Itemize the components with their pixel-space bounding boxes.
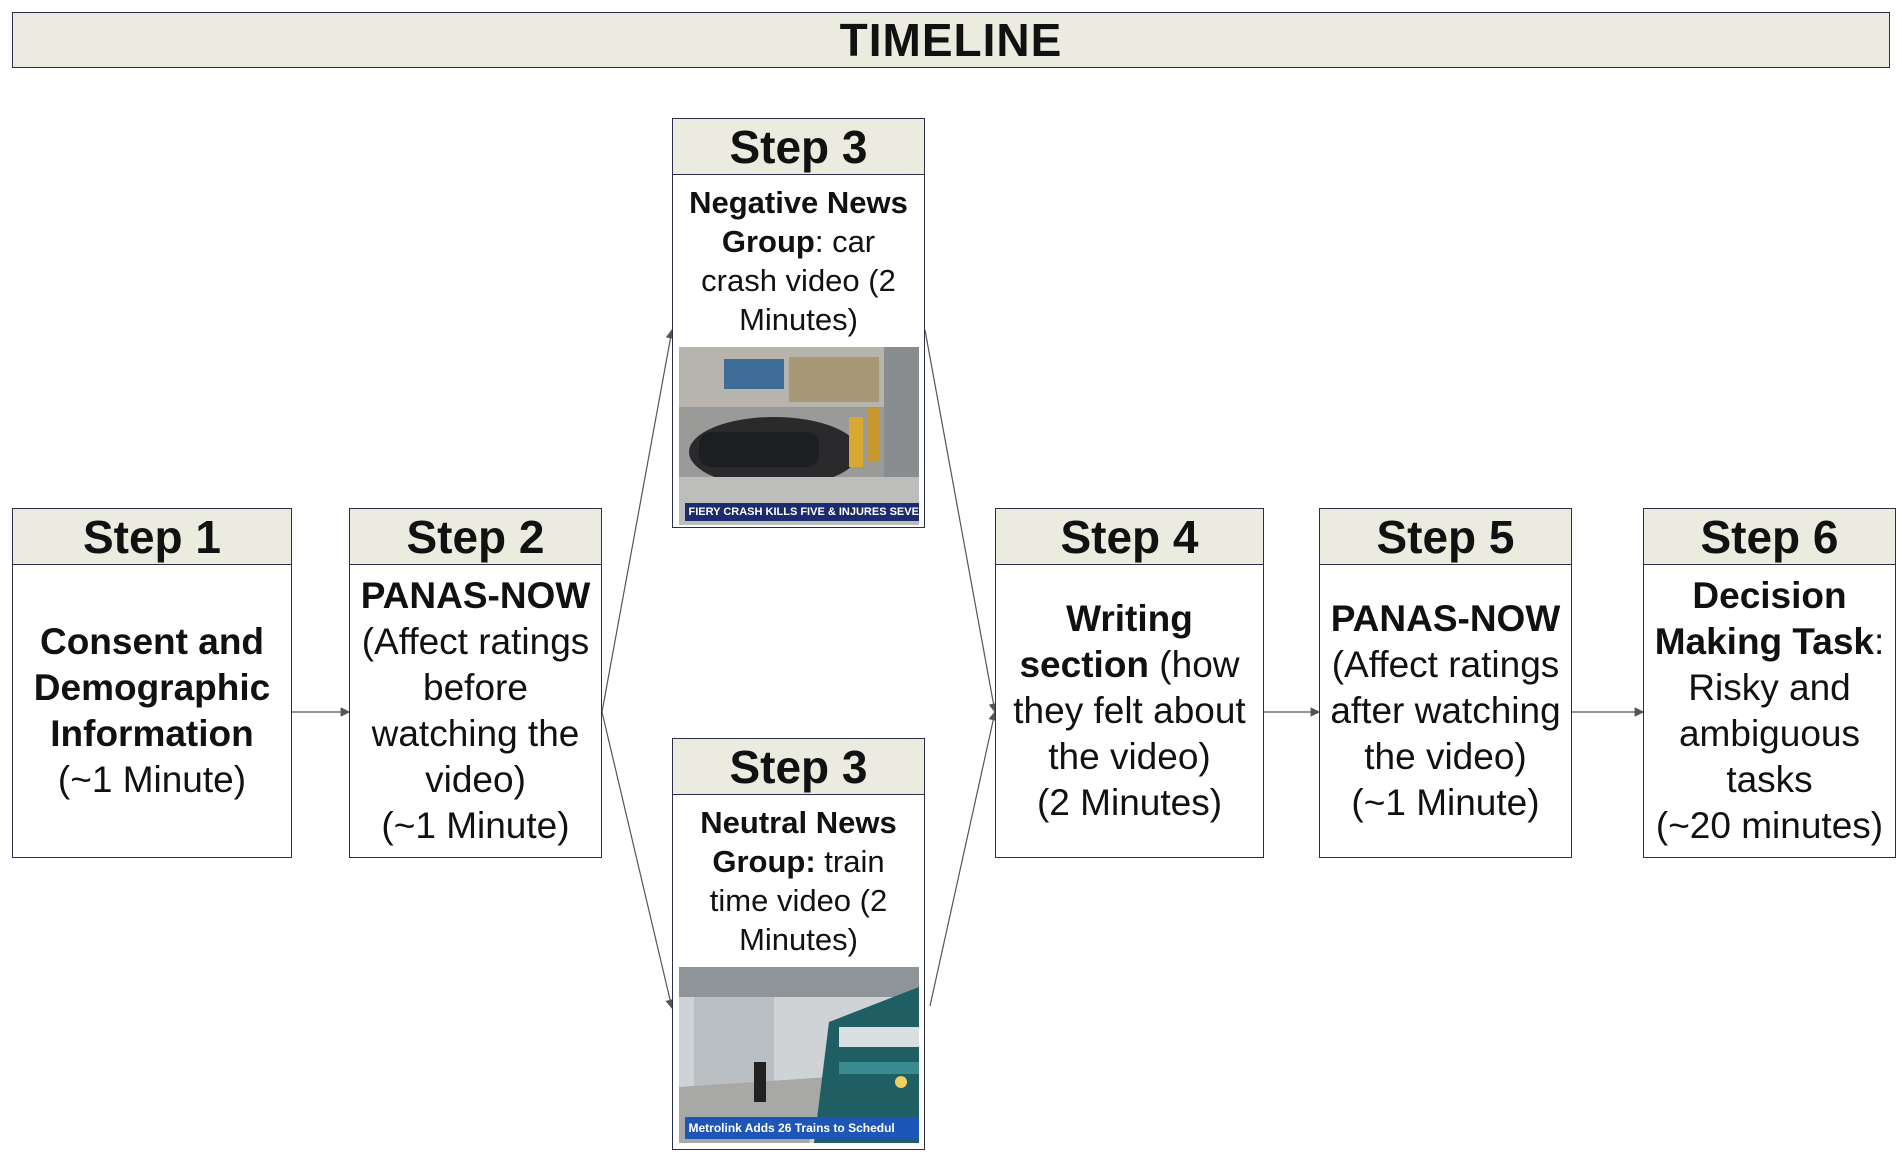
step2-line5: (~1 Minute) <box>381 805 570 846</box>
step6-line4: ambiguous <box>1678 713 1860 754</box>
step5-line3: the video) <box>1364 736 1527 777</box>
arrow-step3b-step4 <box>929 710 998 1007</box>
step2-line4: video) <box>425 759 526 800</box>
step3-neutral-body: Neutral News Group: train time video (2 … <box>673 795 924 1149</box>
step1-line3: Information <box>50 713 254 754</box>
step2-title: Step 2 <box>350 509 601 565</box>
step2-box: Step 2 PANAS-NOW (Affect ratings before … <box>349 508 602 858</box>
step6-line5: tasks <box>1726 759 1813 800</box>
step4-line3: they felt about <box>1013 690 1246 731</box>
step3-negative-box: Step 3 Negative News Group: car crash vi… <box>672 118 925 528</box>
step2-line3: watching the <box>371 713 580 754</box>
car-crash-caption: FIERY CRASH KILLS FIVE & INJURES SEVEN I… <box>684 503 919 521</box>
step3-neutral-bold2: Group: <box>712 844 816 879</box>
step1-body: Consent and Demographic Information (~1 … <box>13 565 291 857</box>
step3-negative-line3: crash video (2 <box>701 263 896 298</box>
step3-neutral-title: Step 3 <box>673 739 924 795</box>
step2-body: PANAS-NOW (Affect ratings before watchin… <box>350 565 601 857</box>
step5-line4: (~1 Minute) <box>1351 782 1540 823</box>
step6-title: Step 6 <box>1644 509 1895 565</box>
step5-line2: after watching <box>1330 690 1561 731</box>
arrow-step2-step3a <box>601 328 676 713</box>
step6-rest2: : <box>1874 621 1885 662</box>
step6-bold1: Decision <box>1692 575 1847 616</box>
step4-body: Writing section (how they felt about the… <box>996 565 1263 857</box>
step3-negative-line2: Group: car <box>722 222 875 261</box>
step4-line4: the video) <box>1048 736 1211 777</box>
step3-negative-bold2: Group <box>721 224 815 259</box>
step3-negative-bold1: Negative News <box>689 185 908 220</box>
car-crash-video-thumbnail: FIERY CRASH KILLS FIVE & INJURES SEVEN I… <box>678 347 919 525</box>
step2-bold: PANAS-NOW <box>360 575 591 616</box>
step4-line2: section (how <box>1019 642 1239 688</box>
step6-body: Decision Making Task: Risky and ambiguou… <box>1644 565 1895 857</box>
train-video-thumbnail: Metrolink Adds 26 Trains to Schedul <box>678 967 919 1143</box>
step6-line2: Making Task: <box>1655 619 1885 665</box>
step2-line1: (Affect ratings <box>361 621 590 662</box>
step2-line2: before <box>423 667 528 708</box>
step3-neutral-line2: Group: train <box>712 842 884 881</box>
timeline-banner: TIMELINE <box>12 12 1890 68</box>
step3-negative-body: Negative News Group: car crash video (2 … <box>673 175 924 527</box>
step6-bold2: Making Task <box>1654 621 1875 662</box>
step1-line1: Consent and <box>39 621 265 662</box>
step5-bold: PANAS-NOW <box>1330 598 1561 639</box>
banner-title: TIMELINE <box>839 14 1063 66</box>
step5-title: Step 5 <box>1320 509 1571 565</box>
step4-title: Step 4 <box>996 509 1263 565</box>
train-station-image-icon <box>678 967 919 1143</box>
step4-box: Step 4 Writing section (how they felt ab… <box>995 508 1264 858</box>
step1-title: Step 1 <box>13 509 291 565</box>
step3-neutral-bold1: Neutral News <box>700 805 897 840</box>
arrow-step3a-step4 <box>924 329 999 714</box>
step3-neutral-line3: time video (2 <box>709 883 888 918</box>
step5-line1: (Affect ratings <box>1331 644 1560 685</box>
step1-line4: (~1 Minute) <box>57 759 247 800</box>
step3-neutral-rest1: train <box>815 844 885 879</box>
step3-neutral-line4: Minutes) <box>739 922 858 957</box>
step4-rest2: (how <box>1149 644 1240 685</box>
step3-negative-rest1: : car <box>814 224 876 259</box>
step5-box: Step 5 PANAS-NOW (Affect ratings after w… <box>1319 508 1572 858</box>
step3-negative-line4: Minutes) <box>739 302 858 337</box>
step3-negative-title: Step 3 <box>673 119 924 175</box>
step6-line6: (~20 minutes) <box>1655 805 1884 846</box>
step3-neutral-box: Step 3 Neutral News Group: train time vi… <box>672 738 925 1150</box>
step1-box: Step 1 Consent and Demographic Informati… <box>12 508 292 858</box>
step4-bold1: Writing <box>1066 598 1193 639</box>
car-crash-image-icon <box>678 347 919 525</box>
step4-bold2: section <box>1019 644 1150 685</box>
arrow-step2-step3b <box>601 711 675 1010</box>
step4-line5: (2 Minutes) <box>1036 782 1223 823</box>
train-caption: Metrolink Adds 26 Trains to Schedul <box>684 1117 919 1139</box>
step1-line2: Demographic <box>33 667 271 708</box>
step5-body: PANAS-NOW (Affect ratings after watching… <box>1320 565 1571 857</box>
step6-box: Step 6 Decision Making Task: Risky and a… <box>1643 508 1896 858</box>
step6-line3: Risky and <box>1688 667 1851 708</box>
